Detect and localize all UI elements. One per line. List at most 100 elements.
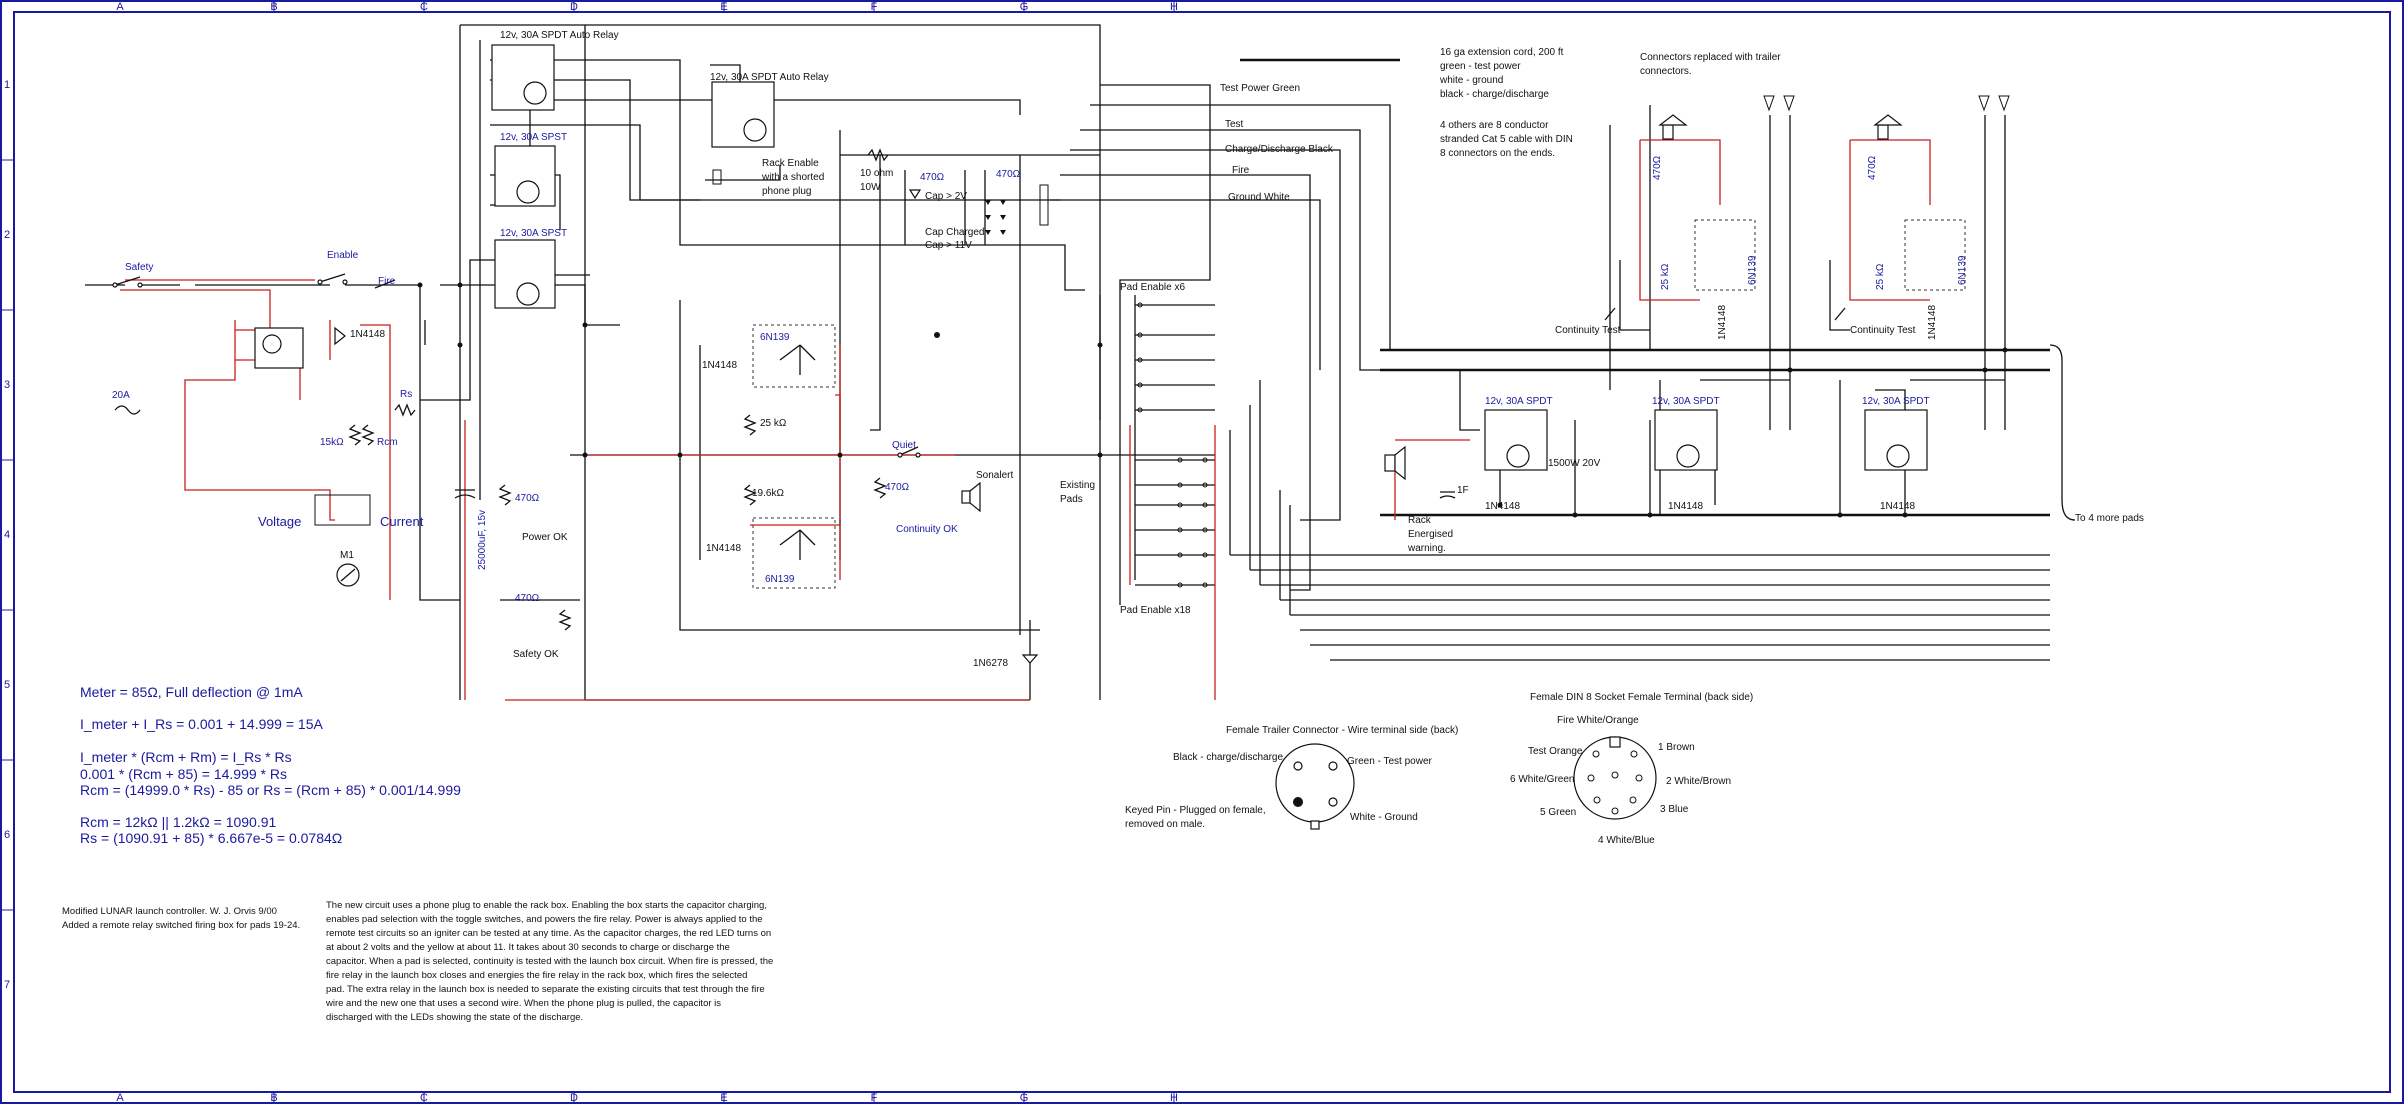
row-label-3: 3 [4,379,10,391]
cap-charged-line-1: Cap Charged [925,227,984,238]
legend-cord-line-2: green - test power [1440,61,1521,72]
column-label-f: F [871,1,878,13]
trailer-green-label: Green - Test power [1347,756,1433,767]
credit-line-1: Modified LUNAR launch controller. W. J. … [62,906,277,917]
remote1-opto-label: 6N139 [1747,255,1758,285]
opto1-label: 6N139 [760,332,790,343]
pad-relay-3-label: 12v, 30A SPDT [1862,396,1930,407]
meter-formulas: Meter = 85Ω, Full deflection @ 1mA I_met… [80,684,461,846]
sonalert-label: Sonalert [976,470,1013,481]
column-label-c: C [420,1,428,13]
row-label-4: 4 [4,529,10,541]
wire-fire-label: Fire [1232,165,1250,176]
resistor-15k: 15kΩ [320,424,362,448]
remote1-continuity-label: Continuity Test [1555,325,1621,336]
resistor-470-continuity: 470Ω Continuity OK [873,477,958,535]
trailer-title: Female Trailer Connector - Wire terminal… [1226,725,1458,736]
wire-test-power-label: Test Power Green [1220,83,1300,94]
pad-diode-2-label: 1N4148 [1668,501,1703,512]
din-white-blue-label: 4 White/Blue [1598,835,1655,846]
row-label-5: 5 [4,679,10,691]
relay-spst-2-label: 12v, 30A SPST [500,228,567,239]
cap2v-label: Cap > 2V [925,191,967,202]
column-label-e-bottom: E [720,1092,727,1104]
pad-diode-1-label: 1N4148 [1485,501,1520,512]
junction-dot [934,332,940,338]
column-label-g-bottom: G [1020,1092,1029,1104]
description-line-5: capacitor. When a pad is selected, conti… [326,956,773,967]
credit-line-2: Added a remote relay switched firing box… [62,920,300,931]
legend-cord-line-1: 16 ga extension cord, 200 ft [1440,47,1564,58]
trailer-black-label: Black - charge/discharge [1173,752,1283,763]
fire-label: Fire [378,276,396,287]
din-title: Female DIN 8 Socket Female Terminal (bac… [1530,692,1753,703]
column-label-h-bottom: H [1170,1092,1178,1104]
formula-line-5: Rcm = (14999.0 * Rs) - 85 or Rs = (Rcm +… [80,782,461,798]
optocoupler-2: 6N139 1N4148 [706,517,836,589]
resistor-470-power: 470Ω Power OK [498,484,568,543]
legend-others-line-1: 4 others are 8 conductor [1440,120,1549,131]
d-opto1-label: 1N4148 [702,360,737,371]
remote2-opto-label: 6N139 [1957,255,1968,285]
opto2-label: 6N139 [765,574,795,585]
formula-line-4: 0.001 * (Rcm + 85) = 14.999 * Rs [80,766,287,782]
meter-m1: M1 [336,550,360,587]
meter-label: M1 [340,550,354,561]
trailer-keyed-line-1: Keyed Pin - Plugged on female, [1125,805,1266,816]
voltage-current-switch: Voltage Current [258,494,424,529]
switch-quiet: Quiet [892,440,921,458]
row-label-7: 7 [4,979,10,991]
led-cap-2v: 470Ω Cap > 2V [908,172,967,202]
formula-line-7: Rs = (1090.91 + 85) * 6.667e-5 = 0.0784Ω [80,830,342,846]
diode-1n4148-input: 1N4148 [334,326,385,346]
remote2-diode-label: 1N4148 [1927,305,1938,340]
r10-line-1: 10 ohm [860,168,893,179]
legend-replaced-line-1: Connectors replaced with trailer [1640,52,1781,63]
legend-cord-line-4: black - charge/discharge [1440,89,1549,100]
resistor-10ohm: 10 ohm 10W [860,148,893,193]
description-line-4: at about 2 volts and the yellow at about… [326,942,730,953]
din-test-label: Test Orange [1528,746,1583,757]
trailer-keyed-line-2: removed on male. [1125,819,1205,830]
wire-labels: Test Power Green Test Charge/Discharge B… [1220,83,1334,203]
description-line-3: remote test circuits so an igniter can b… [326,928,771,939]
rack-enable-line-2: with a shorted [761,172,824,183]
rack-enable-line-3: phone plug [762,186,812,197]
remote2-continuity-label: Continuity Test [1850,325,1916,336]
wire-charge-label: Charge/Discharge Black [1225,144,1334,155]
pad-enable-6-label: Pad Enable x6 [1120,282,1185,293]
resistor-25k: 25 kΩ [743,414,787,436]
voltage-label: Voltage [258,514,301,529]
switch-fire: Fire [374,276,396,289]
description-line-1: The new circuit uses a phone plug to ena… [326,900,767,911]
wiring-black [85,24,2076,701]
pad-diode-3-label: 1N4148 [1880,501,1915,512]
pad-relay-2-label: 12v, 30A SPDT [1652,396,1720,407]
diode-input-label: 1N4148 [350,329,385,340]
relay-auto-1-label: 12v, 30A SPDT Auto Relay [500,30,619,41]
column-label-b: B [270,1,277,13]
existing-pads-line-1: Existing [1060,480,1095,491]
r470b-label: 470Ω [515,593,540,604]
r470a-label: 470Ω [515,493,540,504]
relay-safety-selector [254,327,304,369]
existing-pads-line-2: Pads [1060,494,1083,505]
column-label-d: D [570,1,578,13]
rack-enable-line-1: Rack Enable [762,158,819,169]
rack-warning: Rack Energised warning. 1F 1500W 20V [1384,445,1601,554]
remote1-diode-label: 1N4148 [1717,305,1728,340]
optocoupler-1: 6N139 1N4148 [702,324,836,388]
led-cap-charged: 470Ω Cap Charged Cap > 11V [925,169,1049,251]
rack-warning-line-3: warning. [1407,543,1446,554]
column-label-g: G [1020,1,1029,13]
remote-pad-circuit-1: 470Ω 25 kΩ 6N139 1N4148 Continuity Test [1555,95,1795,340]
remote2-r470-label: 470Ω [1867,155,1878,180]
column-label-b-bottom: B [270,1092,277,1104]
legend-others-line-2: stranded Cat 5 cable with DIN [1440,134,1573,145]
row-label-2: 2 [4,229,10,241]
description-line-6: fire relay in the launch box closes and … [326,970,747,981]
safety-label: Safety [125,262,153,273]
description-line-9: discharged with the LEDs showing the sta… [326,1012,583,1023]
resistor-rcm: Rcm [361,424,398,448]
cap1f-label: 1F [1457,485,1469,496]
